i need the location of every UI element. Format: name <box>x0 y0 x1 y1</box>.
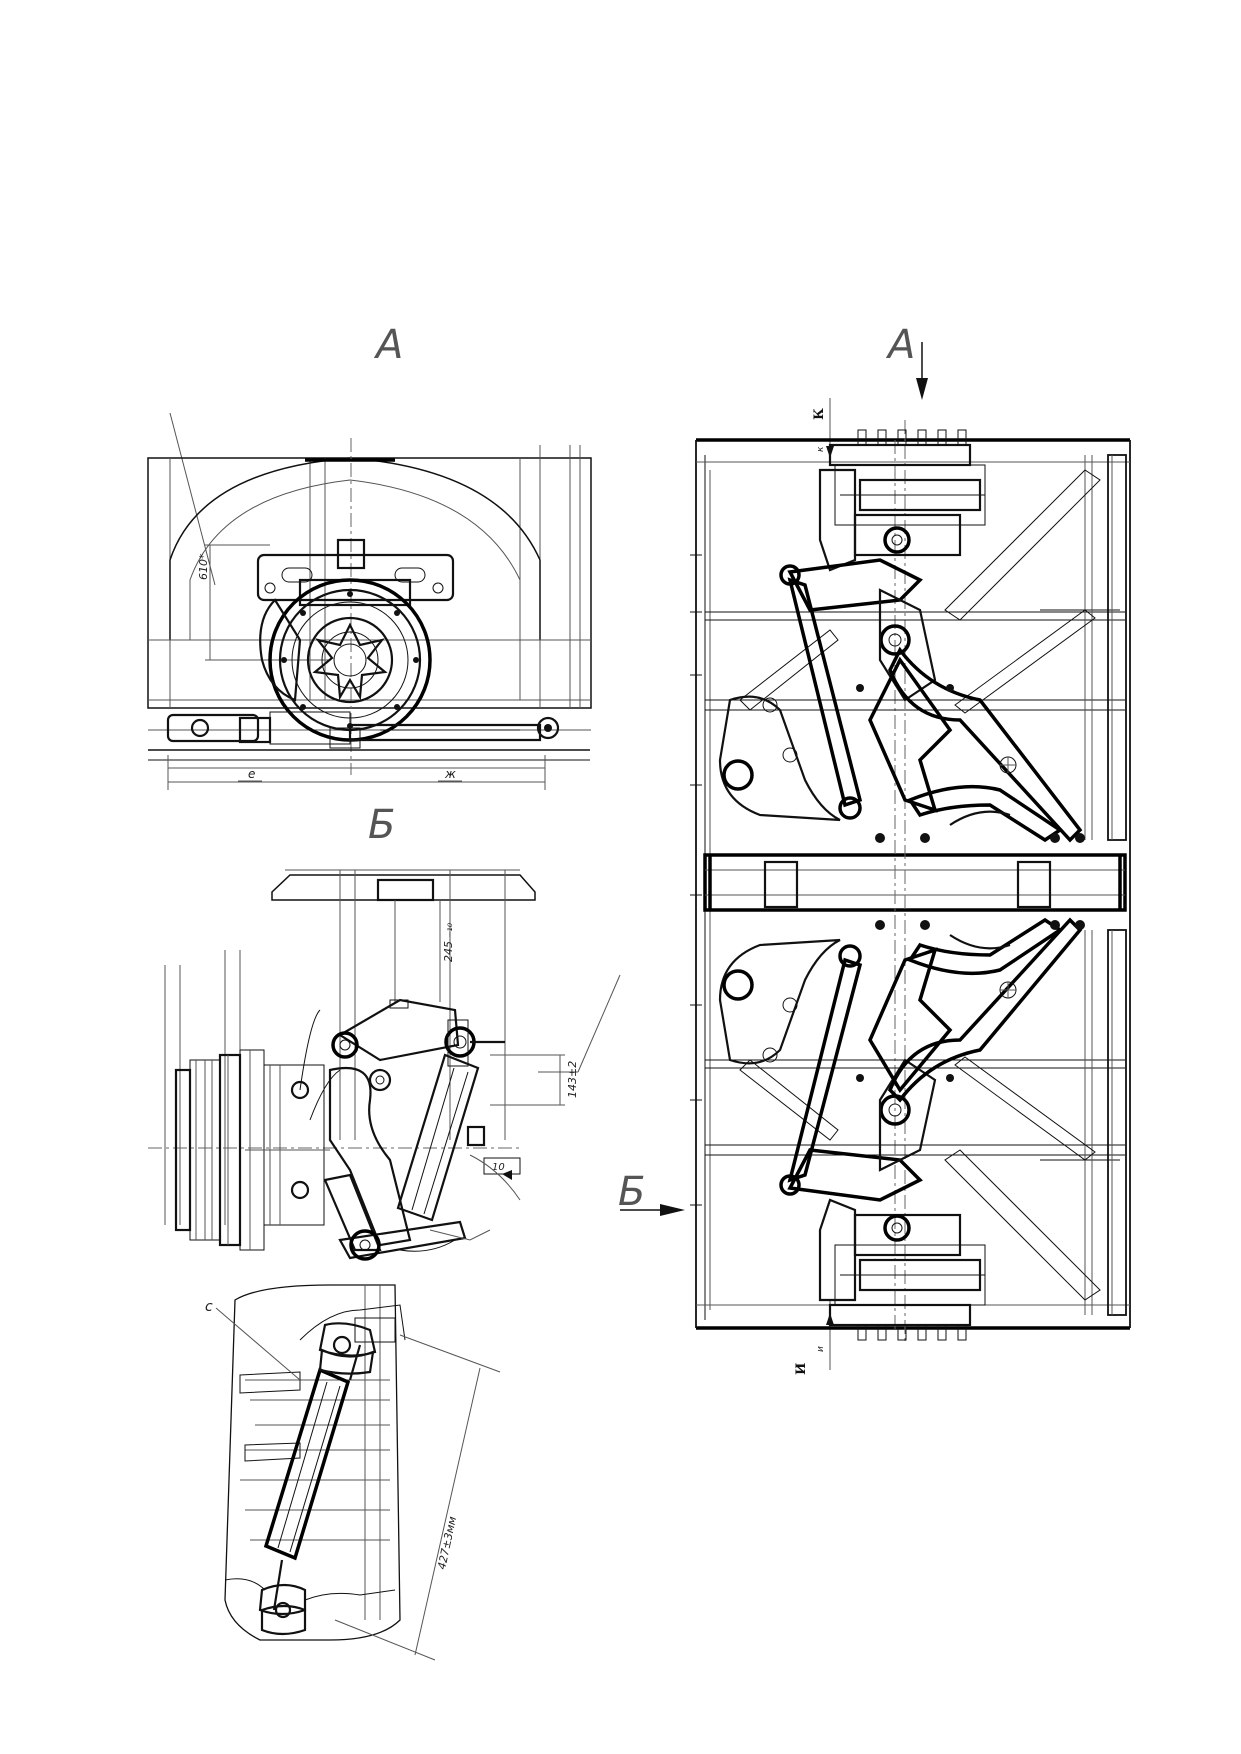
lower-arm <box>166 711 560 749</box>
edge-ticks <box>690 554 702 1206</box>
section-b-label: Б <box>618 1169 645 1215</box>
section-k-small: к <box>816 446 826 452</box>
dim-zh: ж <box>444 767 456 781</box>
view-a-frame <box>147 457 592 709</box>
left-mounts <box>718 695 841 1065</box>
axle-bolts <box>856 684 1085 1082</box>
right-rails <box>1084 454 1127 1316</box>
upper-arm-side <box>331 998 505 1067</box>
view-b-side: Б 245 ₋₁₀ 143±2 <box>148 802 621 1261</box>
upper-bracket <box>256 553 455 602</box>
axle-beam <box>703 853 1127 912</box>
view-arrow <box>916 378 928 400</box>
brake-disc-side <box>174 1049 325 1251</box>
leader-line <box>169 412 216 586</box>
upper-control-arm <box>779 558 1083 843</box>
callout-c: c <box>205 1299 213 1315</box>
dim-610: 610* <box>197 553 210 580</box>
view-b-title: Б <box>368 802 395 848</box>
view-a-title: A <box>373 322 403 368</box>
section-k: К <box>812 408 827 420</box>
dim-e: e <box>248 767 255 781</box>
knuckle-side <box>323 1066 467 1261</box>
dim-245: 245 ₋₁₀ <box>442 922 455 962</box>
shock-absorber-side: 10 <box>396 1053 521 1222</box>
view-a-plan-title: A <box>885 322 915 368</box>
view-a-front: A 610* <box>147 322 592 790</box>
lower-control-arm <box>779 917 1083 1202</box>
top-mount <box>336 538 366 570</box>
lower-hub-assembly <box>818 1198 986 1341</box>
leader-line-b <box>577 974 621 1073</box>
svg-text:10: 10 <box>492 1162 505 1173</box>
upper-hub-assembly <box>818 429 986 572</box>
shock-detail: c 427±3мм <box>205 1284 501 1661</box>
dim-shock-len: 427±3мм <box>435 1515 459 1570</box>
brake-caliper <box>259 598 302 702</box>
wheel-hub <box>268 578 432 742</box>
spring-seat <box>376 878 435 902</box>
dim-143: 143±2 <box>566 1061 579 1098</box>
section-i-small: и <box>816 1346 826 1352</box>
wheel-arch <box>169 457 541 640</box>
top-plate <box>271 874 536 901</box>
view-a-plan: A К к И и Б <box>618 322 1131 1375</box>
section-i: И <box>794 1363 809 1375</box>
